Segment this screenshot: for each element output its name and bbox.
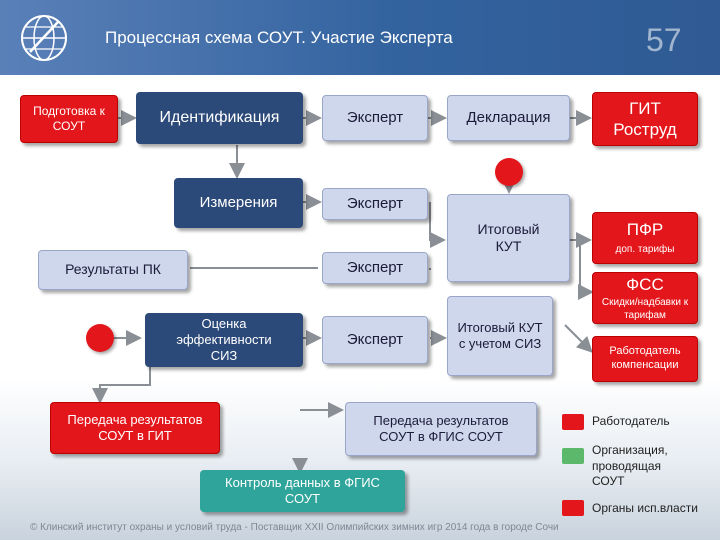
- final-kut-box: Итоговый КУТ: [447, 194, 570, 282]
- pfr-sub-label: доп. тарифы: [615, 244, 675, 256]
- footer-text: © Клинский институт охраны и условий тру…: [30, 522, 559, 533]
- siz-eval-box: Оценка эффективности СИЗ: [145, 313, 303, 367]
- page-number: 57: [646, 22, 682, 58]
- declaration-box: Декларация: [447, 95, 570, 141]
- fss-label: ФСС: [626, 274, 664, 294]
- results-pk-label: Результаты ПК: [65, 261, 161, 278]
- final-kut-label: Итоговый КУТ: [477, 220, 540, 255]
- transfer-git-label: Передача результатов СОУТ в ГИТ: [67, 411, 203, 443]
- employer-comp-box: Работодатель компенсации: [592, 336, 698, 382]
- declaration-label: Декларация: [466, 108, 551, 126]
- expert-label-2: Эксперт: [346, 194, 404, 212]
- legend-swatch-employer: [562, 414, 584, 430]
- prep-box: Подготовка к СОУТ: [20, 95, 118, 143]
- expert-label-4: Эксперт: [346, 330, 404, 348]
- expert-label-1: Эксперт: [346, 108, 404, 126]
- siz-eval-label: Оценка эффективности СИЗ: [176, 315, 272, 364]
- git-rostrud-label: ГИТ Роструд: [613, 98, 677, 139]
- control-fgis-box: Контроль данных в ФГИС СОУТ: [200, 470, 405, 512]
- red-circle-marker-2: [86, 324, 114, 352]
- expert-box-3: Эксперт: [322, 252, 428, 284]
- measurements-box: Измерения: [174, 178, 303, 228]
- identification-box: Идентификация: [136, 92, 303, 144]
- transfer-fgis-label: Передача результатов СОУТ в ФГИС СОУТ: [373, 412, 509, 444]
- fss-box: ФСС Скидки/надбавки к тарифам: [592, 272, 698, 324]
- expert-box-4: Эксперт: [322, 316, 428, 364]
- pfr-box: ПФР доп. тарифы: [592, 212, 698, 264]
- control-fgis-label: Контроль данных в ФГИС СОУТ: [225, 474, 380, 506]
- expert-box-1: Эксперт: [322, 95, 428, 141]
- expert-box-2: Эксперт: [322, 188, 428, 220]
- transfer-fgis-box: Передача результатов СОУТ в ФГИС СОУТ: [345, 402, 537, 456]
- legend-swatch-organization: [562, 448, 584, 464]
- employer-comp-label: Работодатель компенсации: [609, 345, 681, 371]
- pfr-label: ПФР: [626, 220, 664, 240]
- legend-label-employer: Работодатель: [592, 414, 670, 428]
- globe-logo-icon: [21, 15, 67, 61]
- final-kut-siz-label: Итоговый КУТ с учетом СИЗ: [457, 319, 543, 351]
- page-title: Процессная схема СОУТ. Участие Эксперта: [105, 28, 453, 47]
- identification-label: Идентификация: [159, 109, 280, 126]
- red-circle-marker-1: [495, 158, 523, 186]
- measurements-label: Измерения: [199, 193, 278, 211]
- header-bar: Процессная схема СОУТ. Участие Эксперта …: [0, 0, 720, 75]
- results-pk-box: Результаты ПК: [38, 250, 188, 290]
- transfer-git-box: Передача результатов СОУТ в ГИТ: [50, 402, 220, 454]
- legend-label-organization: Организация, проводящая СОУТ: [592, 443, 668, 489]
- git-rostrud-box: ГИТ Роструд: [592, 92, 698, 146]
- legend-label-authorities: Органы исп.власти: [592, 501, 698, 515]
- legend-swatch-authorities: [562, 500, 584, 516]
- final-kut-siz-box: Итоговый КУТ с учетом СИЗ: [447, 296, 553, 376]
- expert-label-3: Эксперт: [346, 258, 404, 276]
- fss-sub-label: Скидки/надбавки к тарифам: [601, 297, 689, 321]
- prep-label: Подготовка к СОУТ: [33, 104, 105, 133]
